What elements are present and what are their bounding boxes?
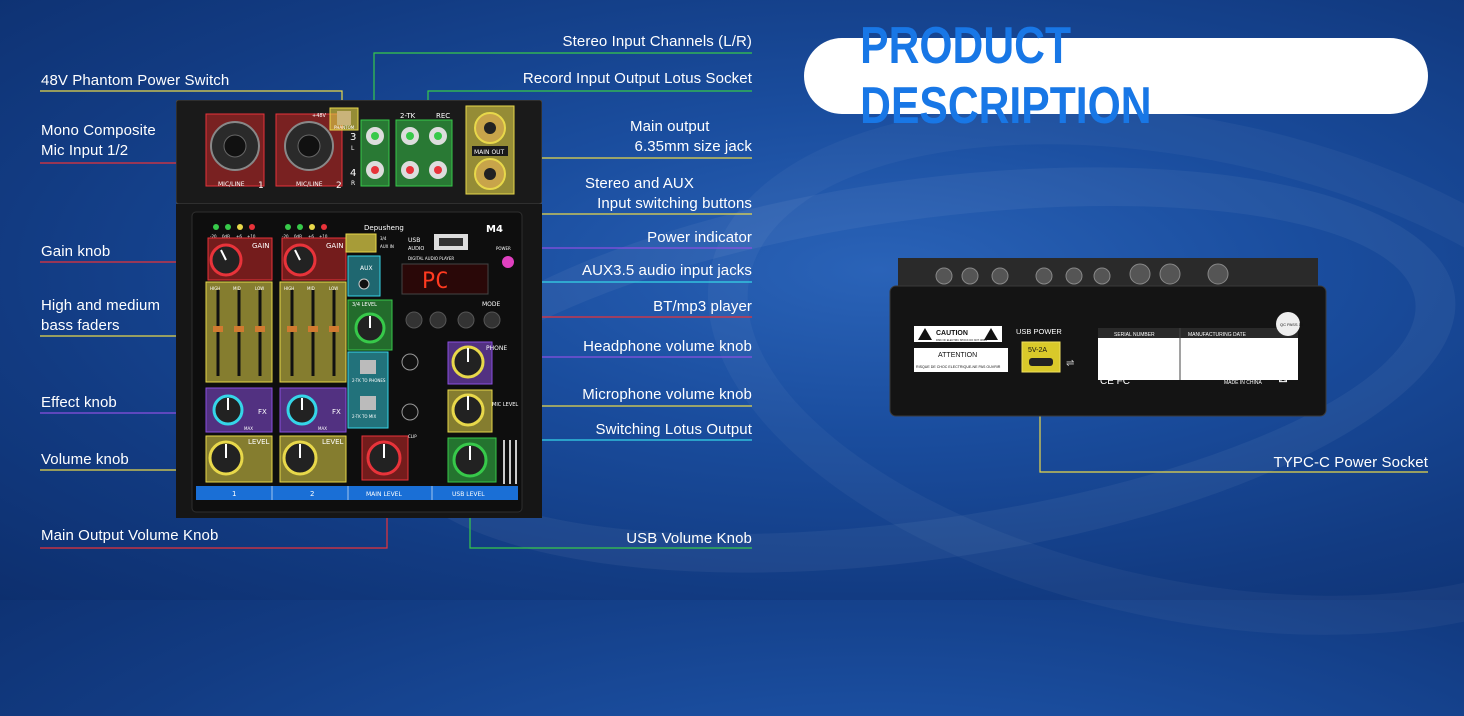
mic-level-label: MIC LEVEL: [492, 402, 518, 408]
product-description-banner: PRODUCT DESCRIPTION: [804, 17, 1428, 135]
aux-label: AUX: [360, 265, 373, 272]
qc-label: QC PASS 10: [1280, 322, 1304, 327]
rec-label: REC: [436, 112, 450, 120]
fader-high-2: HIGH: [284, 286, 294, 291]
label-mic-volume: Microphone volume knob: [582, 386, 752, 403]
caution-small: RISK OF ELECTRIC SHOCK DO NOT OPEN: [936, 339, 987, 342]
meter-ch2-0db: 0dB: [294, 234, 302, 239]
mode-label: MODE: [482, 301, 501, 308]
mic-line-label-1: MIC/LINE: [218, 181, 245, 188]
brand-label: Depusheng: [364, 224, 404, 232]
two-tk-label: 2-TK: [400, 112, 416, 120]
serial-number-label: SERIAL NUMBER: [1114, 332, 1155, 338]
usb-symbol-icon: ⇌: [1066, 358, 1074, 369]
mixer-top-view: MIC/LINE 1 MIC/LINE 2 +48V PHANTOM 3 L 4…: [176, 100, 542, 518]
label-effect: Effect knob: [41, 394, 117, 411]
fx-max-2: MAX: [318, 426, 327, 431]
input-34-label: 3/4: [380, 236, 387, 241]
fader-mid-2: MID: [307, 286, 315, 291]
level-meter-ch1: [213, 224, 255, 230]
callout-line-stereo-in: [373, 52, 752, 122]
fader-low-1: LOW: [255, 286, 264, 291]
label-mono-mic-line2: Mic Input 1/2: [41, 142, 129, 159]
audio-label: AUDIO: [408, 246, 424, 252]
main-out-label: MAIN OUT: [474, 149, 505, 156]
label-aux-jack: AUX3.5 audio input jacks: [582, 262, 752, 279]
label-record-io: Record Input Output Lotus Socket: [522, 70, 752, 87]
fader-mid-1: MID: [233, 286, 241, 291]
gain-label-2: GAIN: [326, 242, 344, 250]
digital-player-label: DIGITAL AUDIO PLAYER: [408, 256, 454, 261]
label-power-indicator: Power indicator: [647, 229, 752, 246]
label-main-output-volume: Main Output Volume Knob: [41, 527, 219, 544]
mfg-date-label: MANUFACTURING DATE: [1188, 332, 1247, 338]
fader-high-1: HIGH: [210, 286, 220, 291]
gain-label-1: GAIN: [252, 242, 270, 250]
label-stereo-in: Stereo Input Channels (L/R): [562, 33, 752, 50]
mixer-back-view: CAUTION RISK OF ELECTRIC SHOCK DO NOT OP…: [889, 258, 1327, 417]
attention-small: RISQUE DE CHOC ELECTRIQUE-NE PAS OUVRIR: [916, 365, 1001, 369]
strip-usb-level: USB LEVEL: [452, 491, 485, 498]
level-label-2: LEVEL: [322, 438, 344, 446]
label-faders-line2: bass faders: [41, 317, 120, 334]
label-bt-player: BT/mp3 player: [653, 298, 752, 315]
made-in-label: MADE IN CHINA: [1224, 380, 1262, 386]
meter-ch2-p10: +10: [319, 234, 328, 239]
meter-ch1-m20: -20: [210, 234, 217, 239]
strip-ch1: 1: [232, 490, 236, 498]
phone-label: PHONE: [486, 345, 507, 352]
player-display: PC: [422, 269, 449, 294]
label-headphone: Headphone volume knob: [583, 338, 752, 355]
fx-label-1: FX: [258, 408, 267, 416]
attention-label: ATTENTION: [938, 352, 977, 359]
meter-ch1-p10: +10: [247, 234, 256, 239]
label-typec-socket: TYPC-C Power Socket: [1273, 454, 1428, 471]
banner-title: PRODUCT DESCRIPTION: [860, 17, 1152, 135]
to-mix-label: 2-TK TO MIX: [352, 414, 376, 419]
level-label-1: LEVEL: [248, 438, 270, 446]
label-switch-lotus: Switching Lotus Output: [595, 421, 752, 438]
ch3-number: 3: [350, 132, 356, 143]
label-stereo-aux-line2: Input switching buttons: [597, 195, 752, 212]
aux-in-label: AUX IN: [380, 244, 394, 249]
clip-label: CLIP: [408, 434, 417, 439]
label-mono-mic-line1: Mono Composite: [41, 122, 156, 139]
to-phones-label: 2-TK TO PHONES: [352, 378, 386, 383]
meter-ch2-p6: +6: [308, 234, 314, 239]
level-34-label: 3/4 LEVEL: [352, 302, 377, 308]
fader-low-2: LOW: [329, 286, 338, 291]
label-gain: Gain knob: [41, 243, 111, 260]
strip-main-level: MAIN LEVEL: [366, 491, 402, 498]
caution-label: CAUTION: [936, 330, 968, 337]
model-label: M4: [486, 224, 503, 235]
label-faders-line1: High and medium: [41, 297, 161, 314]
label-stereo-aux-line1: Stereo and AUX: [585, 175, 694, 192]
ch2-number: 2: [336, 181, 342, 191]
power-label: POWER: [496, 246, 511, 251]
mic-line-label-2: MIC/LINE: [296, 181, 323, 188]
meter-ch1-0db: 0dB: [222, 234, 230, 239]
label-main-output-line1: Main output: [630, 118, 710, 135]
v48-label: +48V: [312, 113, 327, 119]
ce-fc-marks: CE FC: [1100, 376, 1130, 387]
recycle-bin-icon: ⊠: [1278, 371, 1288, 385]
fx-label-2: FX: [332, 408, 341, 416]
ch1-number: 1: [258, 181, 264, 191]
socket-label: 5V-2A: [1028, 347, 1047, 354]
ch4-side: R: [351, 180, 355, 187]
meter-ch1-p6: +6: [236, 234, 242, 239]
label-usb-volume: USB Volume Knob: [626, 530, 752, 547]
ch4-number: 4: [350, 168, 356, 179]
usb-power-label: USB POWER: [1016, 327, 1062, 336]
level-meter-ch2: [285, 224, 327, 230]
label-phantom: 48V Phantom Power Switch: [41, 72, 230, 89]
meter-ch2-m20: -20: [282, 234, 289, 239]
phantom-label: PHANTOM: [334, 125, 355, 130]
ch3-side: L: [351, 145, 355, 152]
label-main-output-line2: 6.35mm size jack: [634, 138, 752, 155]
label-volume: Volume knob: [41, 451, 129, 468]
strip-ch2: 2: [310, 490, 314, 498]
fx-max-1: MAX: [244, 426, 253, 431]
usb-label: USB: [408, 237, 420, 244]
